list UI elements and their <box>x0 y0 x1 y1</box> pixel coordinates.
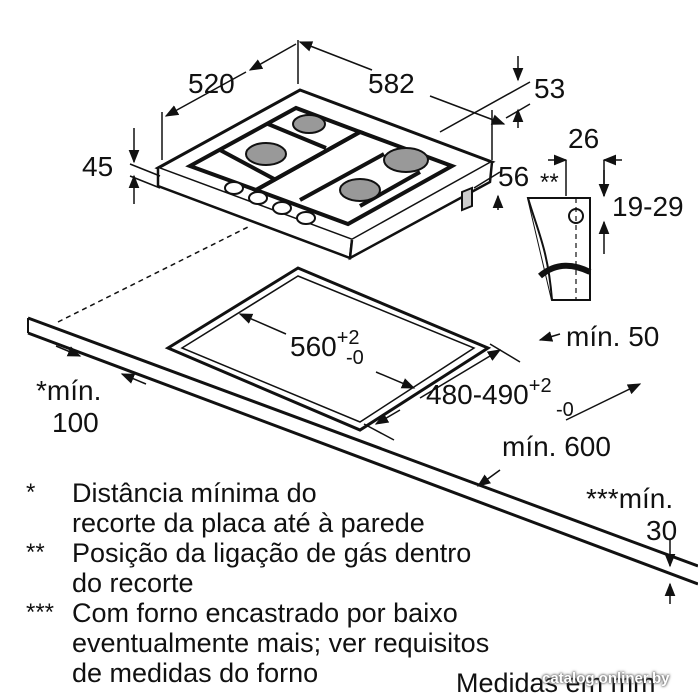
gas-connector <box>461 186 473 212</box>
dim-min-50: mín. 50 <box>566 321 659 352</box>
legend-text: Posição da ligação de gás dentro do reco… <box>72 538 472 598</box>
dim-min-30-value: 30 <box>646 515 677 546</box>
legend-mark: * <box>26 479 36 506</box>
legend-item: * Distância mínima do recorte da placa a… <box>0 478 560 538</box>
units-label: Medidas em mm <box>456 668 656 698</box>
dim-min-30-label: ***mín. <box>586 483 673 514</box>
dim-min-600: mín. 600 <box>502 431 611 462</box>
dim-min-100-label: *mín. <box>36 375 101 406</box>
legend-mark: ** <box>26 539 45 566</box>
legend: * Distância mínima do recorte da placa a… <box>0 478 560 688</box>
legend-text: Distância mínima do recorte da placa até… <box>72 478 425 538</box>
dim-gas-26: 26 <box>568 123 599 154</box>
legend-text: Com forno encastrado por baixo eventualm… <box>72 598 490 688</box>
dim-cutout-width-tol-minus: -0 <box>346 347 364 369</box>
gas-connection-detail <box>526 154 622 301</box>
dim-cutout-width: 560+2 <box>290 327 360 362</box>
dim-front-56: 56 <box>498 161 529 192</box>
legend-item: *** Com forno encastrado por baixo event… <box>0 598 560 688</box>
dim-back-53: 53 <box>534 73 565 104</box>
dim-height-45: 45 <box>82 151 113 182</box>
dim-gas-height: 19-29 <box>612 191 684 222</box>
dim-cutout-depth-tol-minus: -0 <box>556 399 574 421</box>
legend-mark: *** <box>26 599 55 626</box>
legend-item: ** Posição da ligação de gás dentro do r… <box>0 538 560 598</box>
dim-cutout-depth: 480-490+2 <box>426 375 552 410</box>
dimension-lines <box>55 40 676 604</box>
dim-width-520: 520 <box>188 68 235 99</box>
hob-body <box>154 88 496 261</box>
dim-min-100-value: 100 <box>52 407 99 438</box>
dim-gas-mark: ** <box>540 169 559 196</box>
watermark: catalog.onliner.by <box>542 670 670 687</box>
projection-line <box>57 225 251 323</box>
burners <box>245 114 429 202</box>
control-knobs <box>224 181 316 225</box>
dim-depth-582: 582 <box>368 68 415 99</box>
cutout-outline <box>164 266 492 432</box>
countertop <box>27 316 698 586</box>
